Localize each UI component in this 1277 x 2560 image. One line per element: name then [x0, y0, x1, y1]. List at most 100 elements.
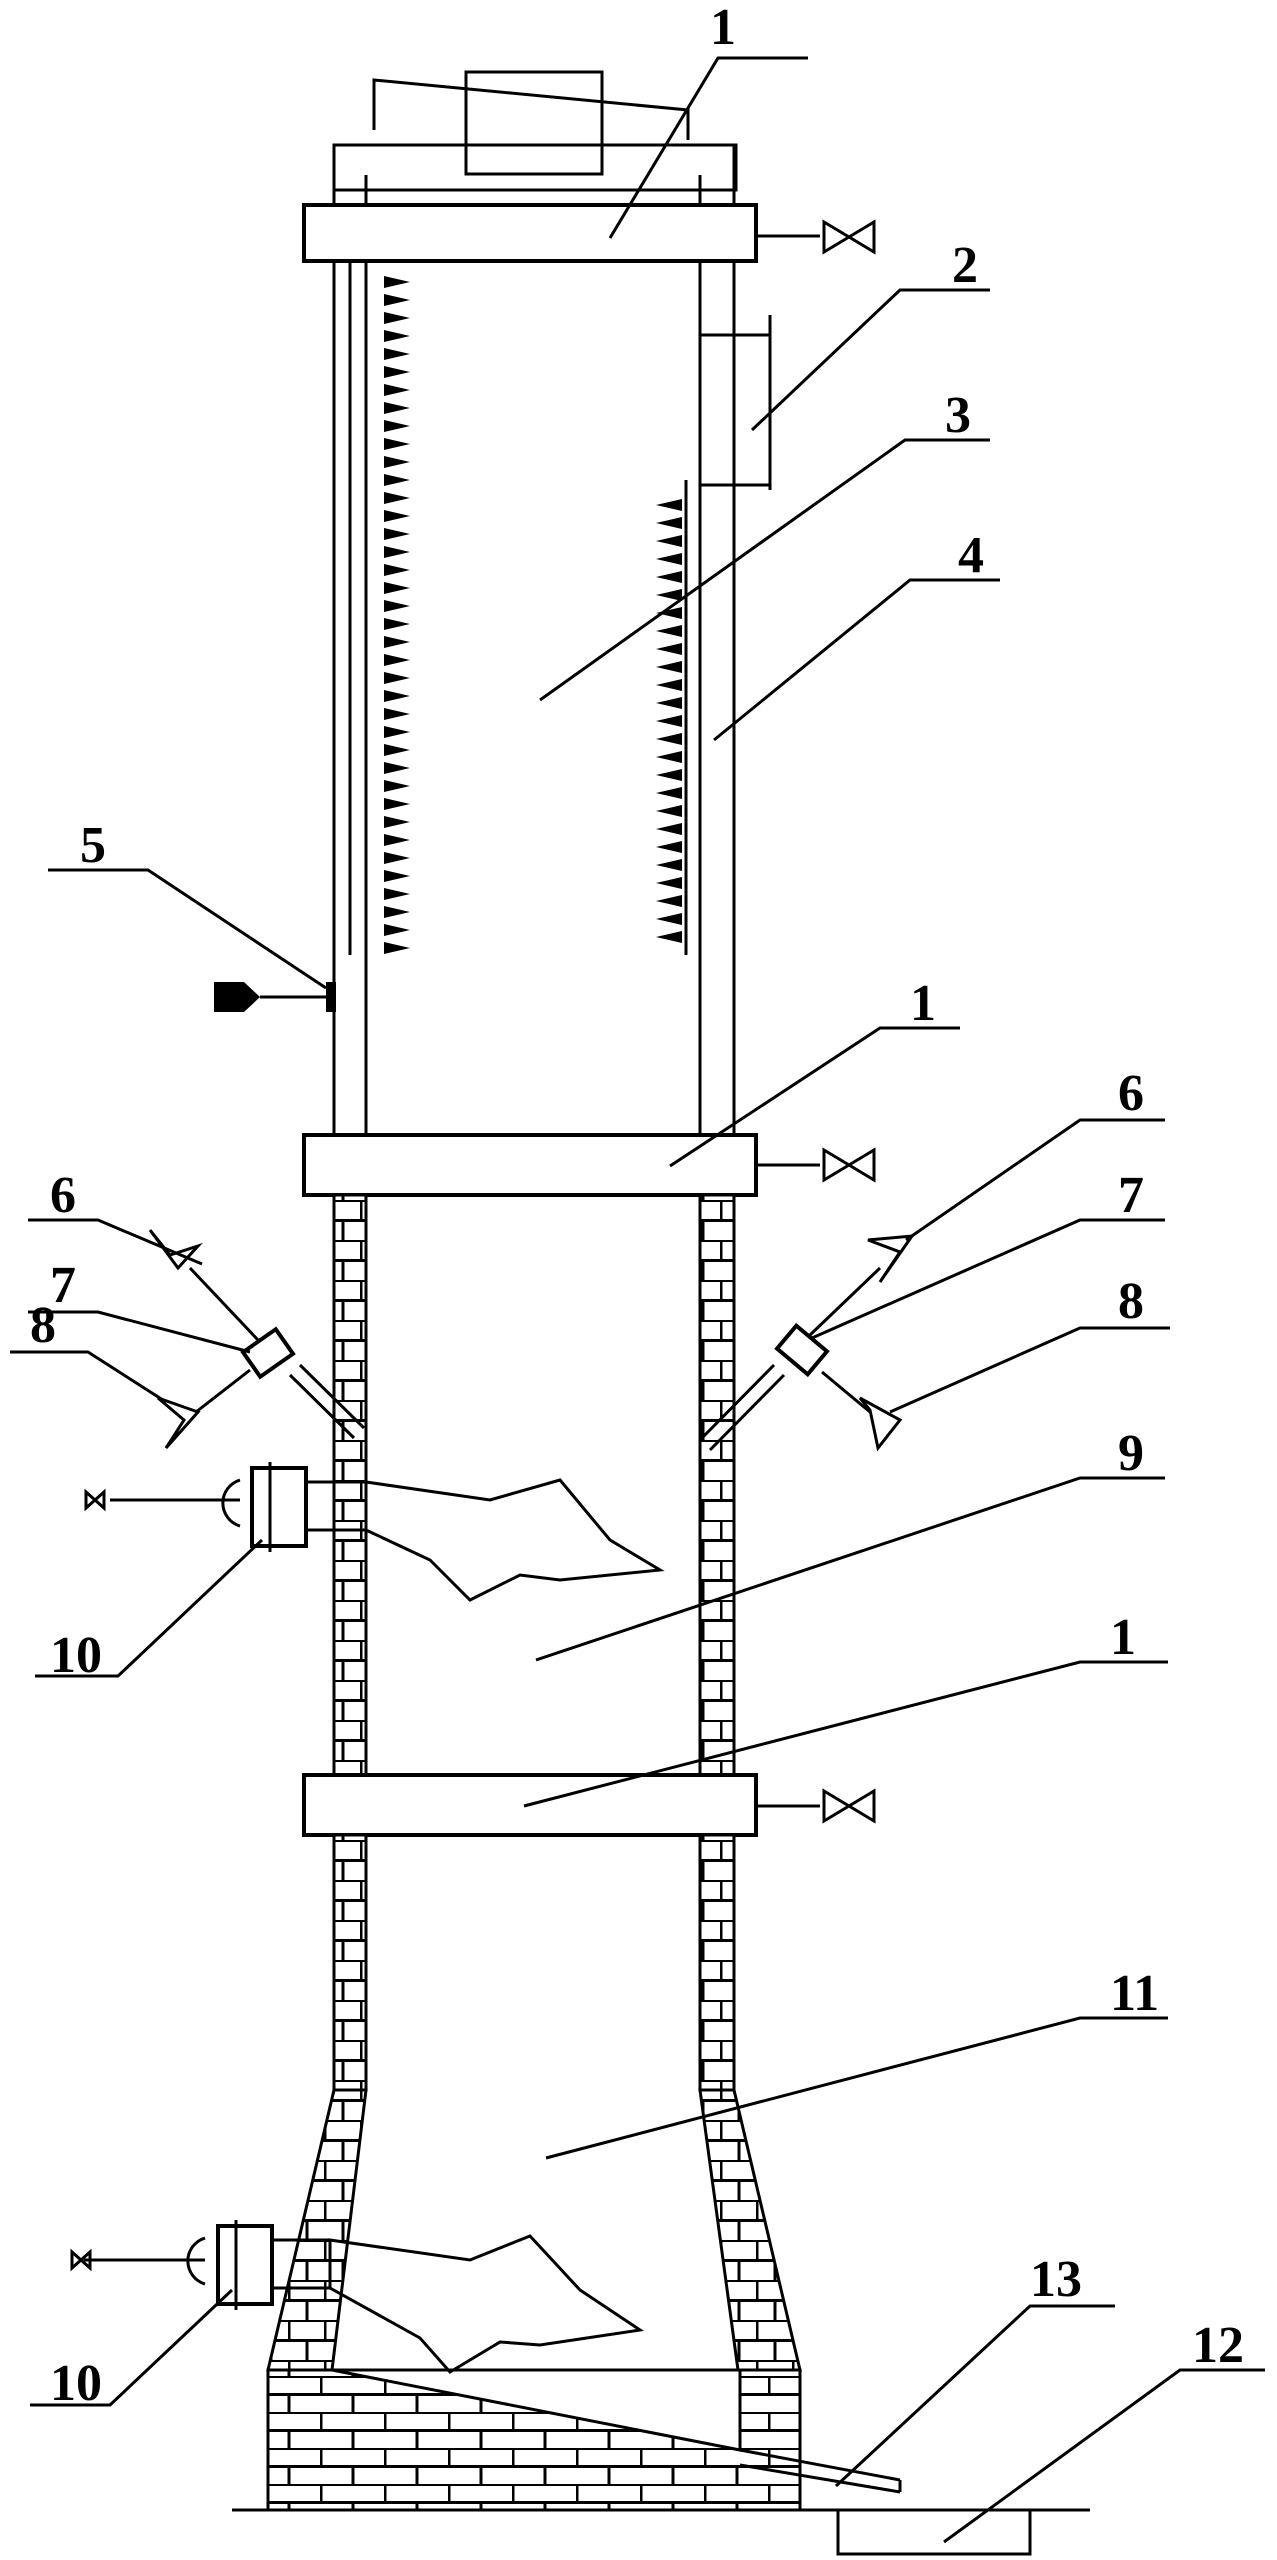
spray-nozzle-icon [384, 600, 410, 612]
label-13: 13 [1030, 2251, 1082, 2308]
ground-and-collector [232, 2508, 1090, 2556]
spray-nozzle-icon [384, 384, 410, 396]
spray-nozzle-icon [656, 553, 682, 565]
injector-right [698, 1234, 916, 1452]
label-11: 11 [1110, 1965, 1159, 2022]
label-3: 3 [945, 387, 971, 444]
spray-nozzle-icon [656, 715, 682, 727]
spray-nozzle-icon [656, 733, 682, 745]
flange-1-lower [302, 1773, 876, 1837]
label-5: 5 [80, 817, 106, 874]
labels: 1 2 3 4 5 1 6 6 7 7 8 8 9 10 1 11 13 10 … [30, 0, 1244, 2412]
spray-nozzle-icon [656, 913, 682, 925]
label-8-right: 8 [1118, 1273, 1144, 1330]
spray-nozzle-icon [656, 643, 682, 655]
spray-nozzle-icon [384, 726, 410, 738]
outlet-13 [739, 2448, 902, 2494]
spray-nozzle-icon [384, 348, 410, 360]
spray-nozzle-icon [384, 546, 410, 558]
spray-nozzle-icon [656, 877, 682, 889]
spray-nozzle-icon [384, 906, 410, 918]
valve-icon [157, 1396, 201, 1449]
flange-plate [302, 203, 758, 263]
spray-nozzle-icon [384, 618, 410, 630]
spray-nozzle-icon [384, 942, 410, 954]
spray-nozzle-icon [656, 931, 682, 943]
spray-nozzle-icon [656, 517, 682, 529]
spray-nozzle-icon [656, 769, 682, 781]
burner-upper [84, 1462, 665, 1602]
label-6-left: 6 [50, 1167, 76, 1224]
spray-nozzle-icon [384, 528, 410, 540]
spray-nozzle-icon [384, 798, 410, 810]
label-12: 12 [1192, 2317, 1244, 2374]
nozzle-column-left [384, 276, 410, 954]
label-7-left: 7 [50, 1257, 76, 1314]
lower-shaft [266, 1833, 802, 2512]
spray-nozzle-icon [656, 805, 682, 817]
spray-nozzle-icon [384, 582, 410, 594]
spray-nozzle-icon [384, 888, 410, 900]
right-bracket [700, 315, 772, 490]
spray-nozzle-icon [384, 366, 410, 378]
top-box [464, 70, 604, 176]
spray-nozzle-icon [384, 330, 410, 342]
spray-nozzle-icon [656, 571, 682, 583]
spray-nozzle-icon [384, 852, 410, 864]
upper-shaft [332, 145, 736, 1135]
valve-icon [822, 219, 876, 255]
spray-nozzle-icon [384, 762, 410, 774]
valve-icon [70, 2248, 92, 2272]
spray-nozzle-icon [656, 535, 682, 547]
spray-nozzle-icon [384, 780, 410, 792]
valve-icon [148, 1229, 203, 1271]
spray-nozzle-icon [384, 636, 410, 648]
spray-nozzle-icon [656, 823, 682, 835]
spray-nozzle-icon [656, 679, 682, 691]
spray-nozzle-icon [656, 625, 682, 637]
collector-box [836, 2508, 1032, 2556]
spray-nozzle-icon [384, 294, 410, 306]
spray-nozzle-icon [384, 420, 410, 432]
flange-1-middle [302, 1133, 876, 1197]
label-4: 4 [958, 527, 984, 584]
label-10-lower: 10 [50, 2355, 102, 2412]
spray-nozzle-icon [656, 787, 682, 799]
valve-icon [858, 1396, 903, 1452]
spray-nozzle-icon [384, 744, 410, 756]
spray-nozzle-icon [656, 661, 682, 673]
flame-icon [328, 2234, 645, 2374]
valve-icon [867, 1234, 916, 1283]
label-6-right: 6 [1118, 1065, 1144, 1122]
top-cover [372, 78, 690, 140]
label-1-top: 1 [710, 0, 736, 56]
injector-left [148, 1229, 366, 1449]
label-7-right: 7 [1118, 1167, 1144, 1224]
label-1-middle: 1 [910, 975, 936, 1032]
leader-lines [10, 56, 1265, 2544]
spray-nozzle-icon [656, 607, 682, 619]
valve-icon [822, 1788, 876, 1824]
middle-shaft [332, 1193, 736, 1777]
spray-nozzle-icon [656, 499, 682, 511]
top-outer-frame [332, 143, 738, 192]
spray-nozzle-icon [384, 402, 410, 414]
valve-icon [84, 1488, 106, 1512]
spray-nozzle-icon [384, 672, 410, 684]
valve-icon [822, 1147, 876, 1183]
spray-nozzle-icon [384, 816, 410, 828]
label-1-lower: 1 [1110, 1609, 1136, 1666]
spray-nozzle-icon [384, 654, 410, 666]
nozzle-column-right [656, 499, 682, 943]
spray-nozzle-icon [384, 708, 410, 720]
spray-nozzle-icon [656, 697, 682, 709]
label-8-left: 8 [30, 1297, 56, 1354]
flange-1-top [302, 203, 876, 263]
label-10-upper: 10 [50, 1627, 102, 1684]
spray-nozzle-icon [384, 276, 410, 288]
spray-nozzle-icon [656, 589, 682, 601]
flange-plate [302, 1133, 758, 1197]
label-2: 2 [952, 237, 978, 294]
